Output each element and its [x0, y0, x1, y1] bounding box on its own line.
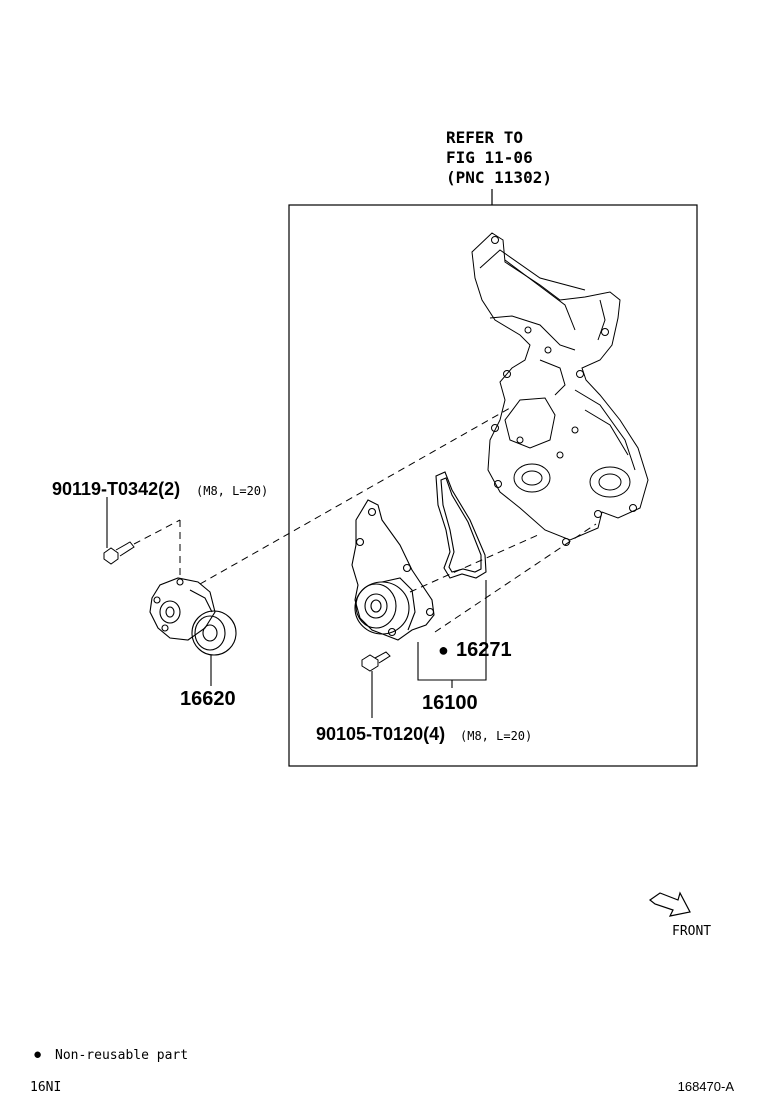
front-arrow: FRONT [648, 891, 711, 939]
label-tensioner-bolt-spec: (M8, L=20) [196, 484, 268, 498]
label-gasket-number: 16271 [456, 639, 512, 661]
leader-lines [106, 497, 487, 718]
pump-bolt-drawing [361, 651, 391, 672]
part-labels: 90119-T0342(2) (M8, L=20) 16620 ● 16271 … [52, 479, 532, 744]
front-label: FRONT [672, 924, 711, 939]
figure-id: 168470-A [678, 1079, 735, 1094]
label-tensioner-bolt-number: 90119-T0342(2) [52, 479, 180, 499]
label-water-pump-number: 16100 [422, 692, 478, 714]
refer-line-3: (PNC 11302) [446, 168, 552, 187]
installation-dashed-lines [133, 407, 597, 633]
legend: ● Non-reusable part [33, 1046, 188, 1063]
timing-chain-cover-drawing [471, 232, 649, 546]
tensioner-drawing [149, 577, 237, 656]
footer-left-code: 16NI [30, 1080, 61, 1095]
refer-callout: REFER TO FIG 11-06 (PNC 11302) [446, 128, 552, 205]
front-arrow-icon [648, 891, 691, 917]
assembly-frame [288, 204, 698, 767]
label-tensioner-number: 16620 [180, 688, 236, 710]
refer-line-1: REFER TO [446, 128, 523, 147]
non-reusable-marker-gasket: ● [438, 640, 449, 660]
legend-marker: ● [33, 1046, 42, 1063]
refer-line-2: FIG 11-06 [446, 148, 533, 167]
gasket-drawing [435, 471, 487, 579]
legend-text: Non-reusable part [55, 1048, 188, 1063]
label-pump-bolt-number: 90105-T0120(4) [316, 724, 445, 744]
water-pump-drawing [351, 499, 435, 641]
tensioner-bolt-drawing [103, 541, 135, 565]
label-pump-bolt-spec: (M8, L=20) [460, 729, 532, 743]
